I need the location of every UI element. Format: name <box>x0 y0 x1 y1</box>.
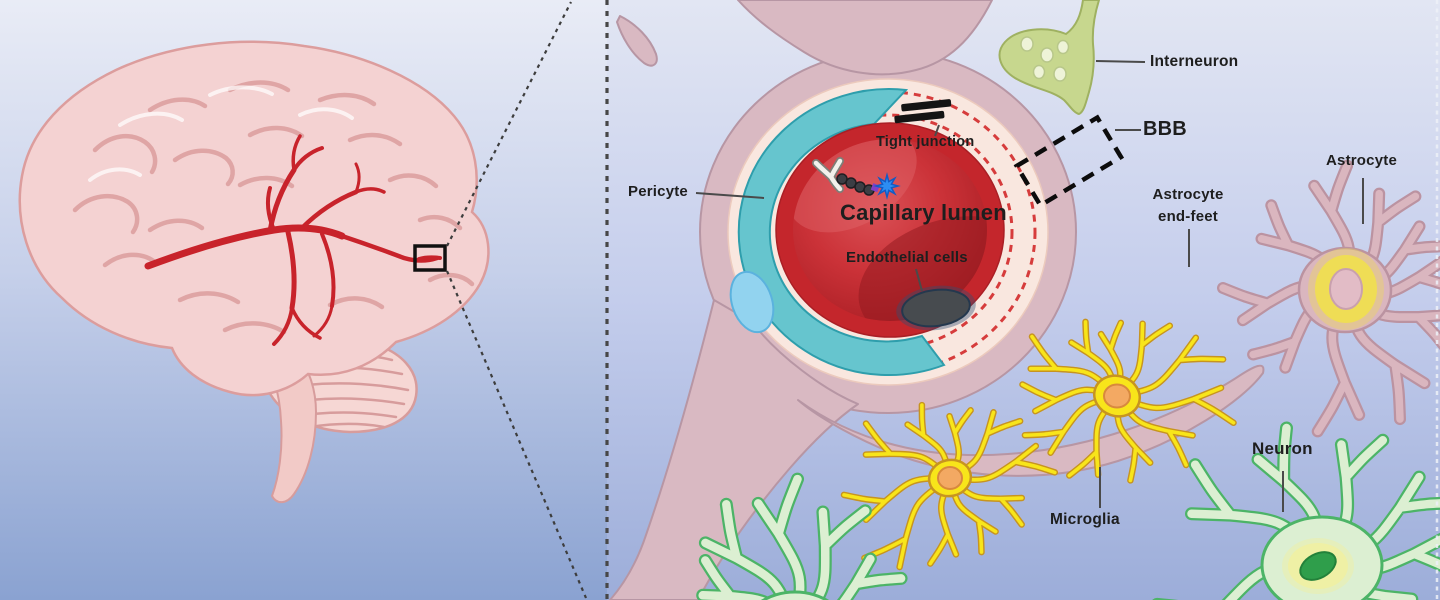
microglia-nucleus <box>937 466 963 490</box>
endothelial-nucleus <box>901 288 971 328</box>
bbb-dashed-box <box>1013 114 1125 209</box>
label-astrocyte: Astrocyte <box>1326 152 1397 169</box>
cell-bodies <box>760 246 1393 600</box>
zoom-callout-line-top <box>446 1 572 247</box>
label-tight-junction: Tight junction <box>876 134 975 150</box>
brain-illustration <box>18 1 588 599</box>
neuron-branches <box>696 472 908 600</box>
interneuron-cell <box>998 0 1101 116</box>
microglia-branches <box>1019 318 1237 484</box>
microglia-nucleus <box>1103 383 1131 409</box>
label-astrocyte-end-feet-line2: end-feet <box>1158 208 1218 225</box>
label-astrocyte-end-feet: Astrocyte end-feet <box>1146 184 1230 228</box>
antibody-icon <box>812 157 844 193</box>
astrocyte-nucleus <box>1329 268 1363 310</box>
pericyte-pointer-line <box>695 192 765 199</box>
interneuron-pointer-line <box>1095 60 1146 63</box>
pericyte-nucleus <box>729 270 775 334</box>
label-pointer-lines <box>695 60 1364 512</box>
neuron-nucleus <box>1299 551 1337 581</box>
label-endothelial-cells: Endothelial cells <box>846 249 968 266</box>
neuron-cell-body <box>760 590 830 600</box>
zoom-inset-box <box>413 244 447 272</box>
cerebrum <box>18 40 490 397</box>
label-interneuron: Interneuron <box>1150 53 1239 70</box>
endothelial-cells-pointer-line <box>915 268 923 292</box>
label-pericyte: Pericyte <box>628 183 688 200</box>
drug-conjugate-beads <box>836 173 875 196</box>
label-microglia: Microglia <box>1050 511 1120 528</box>
label-bbb: BBB <box>1143 118 1187 140</box>
cerebral-artery <box>144 134 442 346</box>
tight-junction-pointer-line <box>934 124 940 137</box>
receptor-star-icon <box>873 172 901 200</box>
label-neuron: Neuron <box>1252 439 1313 458</box>
zoom-callout-line-bottom <box>445 270 588 599</box>
brain-gyri <box>72 80 475 335</box>
label-astrocyte-end-feet-line1: Astrocyte <box>1152 186 1224 203</box>
pericyte-body <box>737 88 946 377</box>
microglia-branches <box>840 401 1059 571</box>
tight-junction-icon <box>894 99 952 124</box>
label-capillary-lumen: Capillary lumen <box>840 200 1007 225</box>
